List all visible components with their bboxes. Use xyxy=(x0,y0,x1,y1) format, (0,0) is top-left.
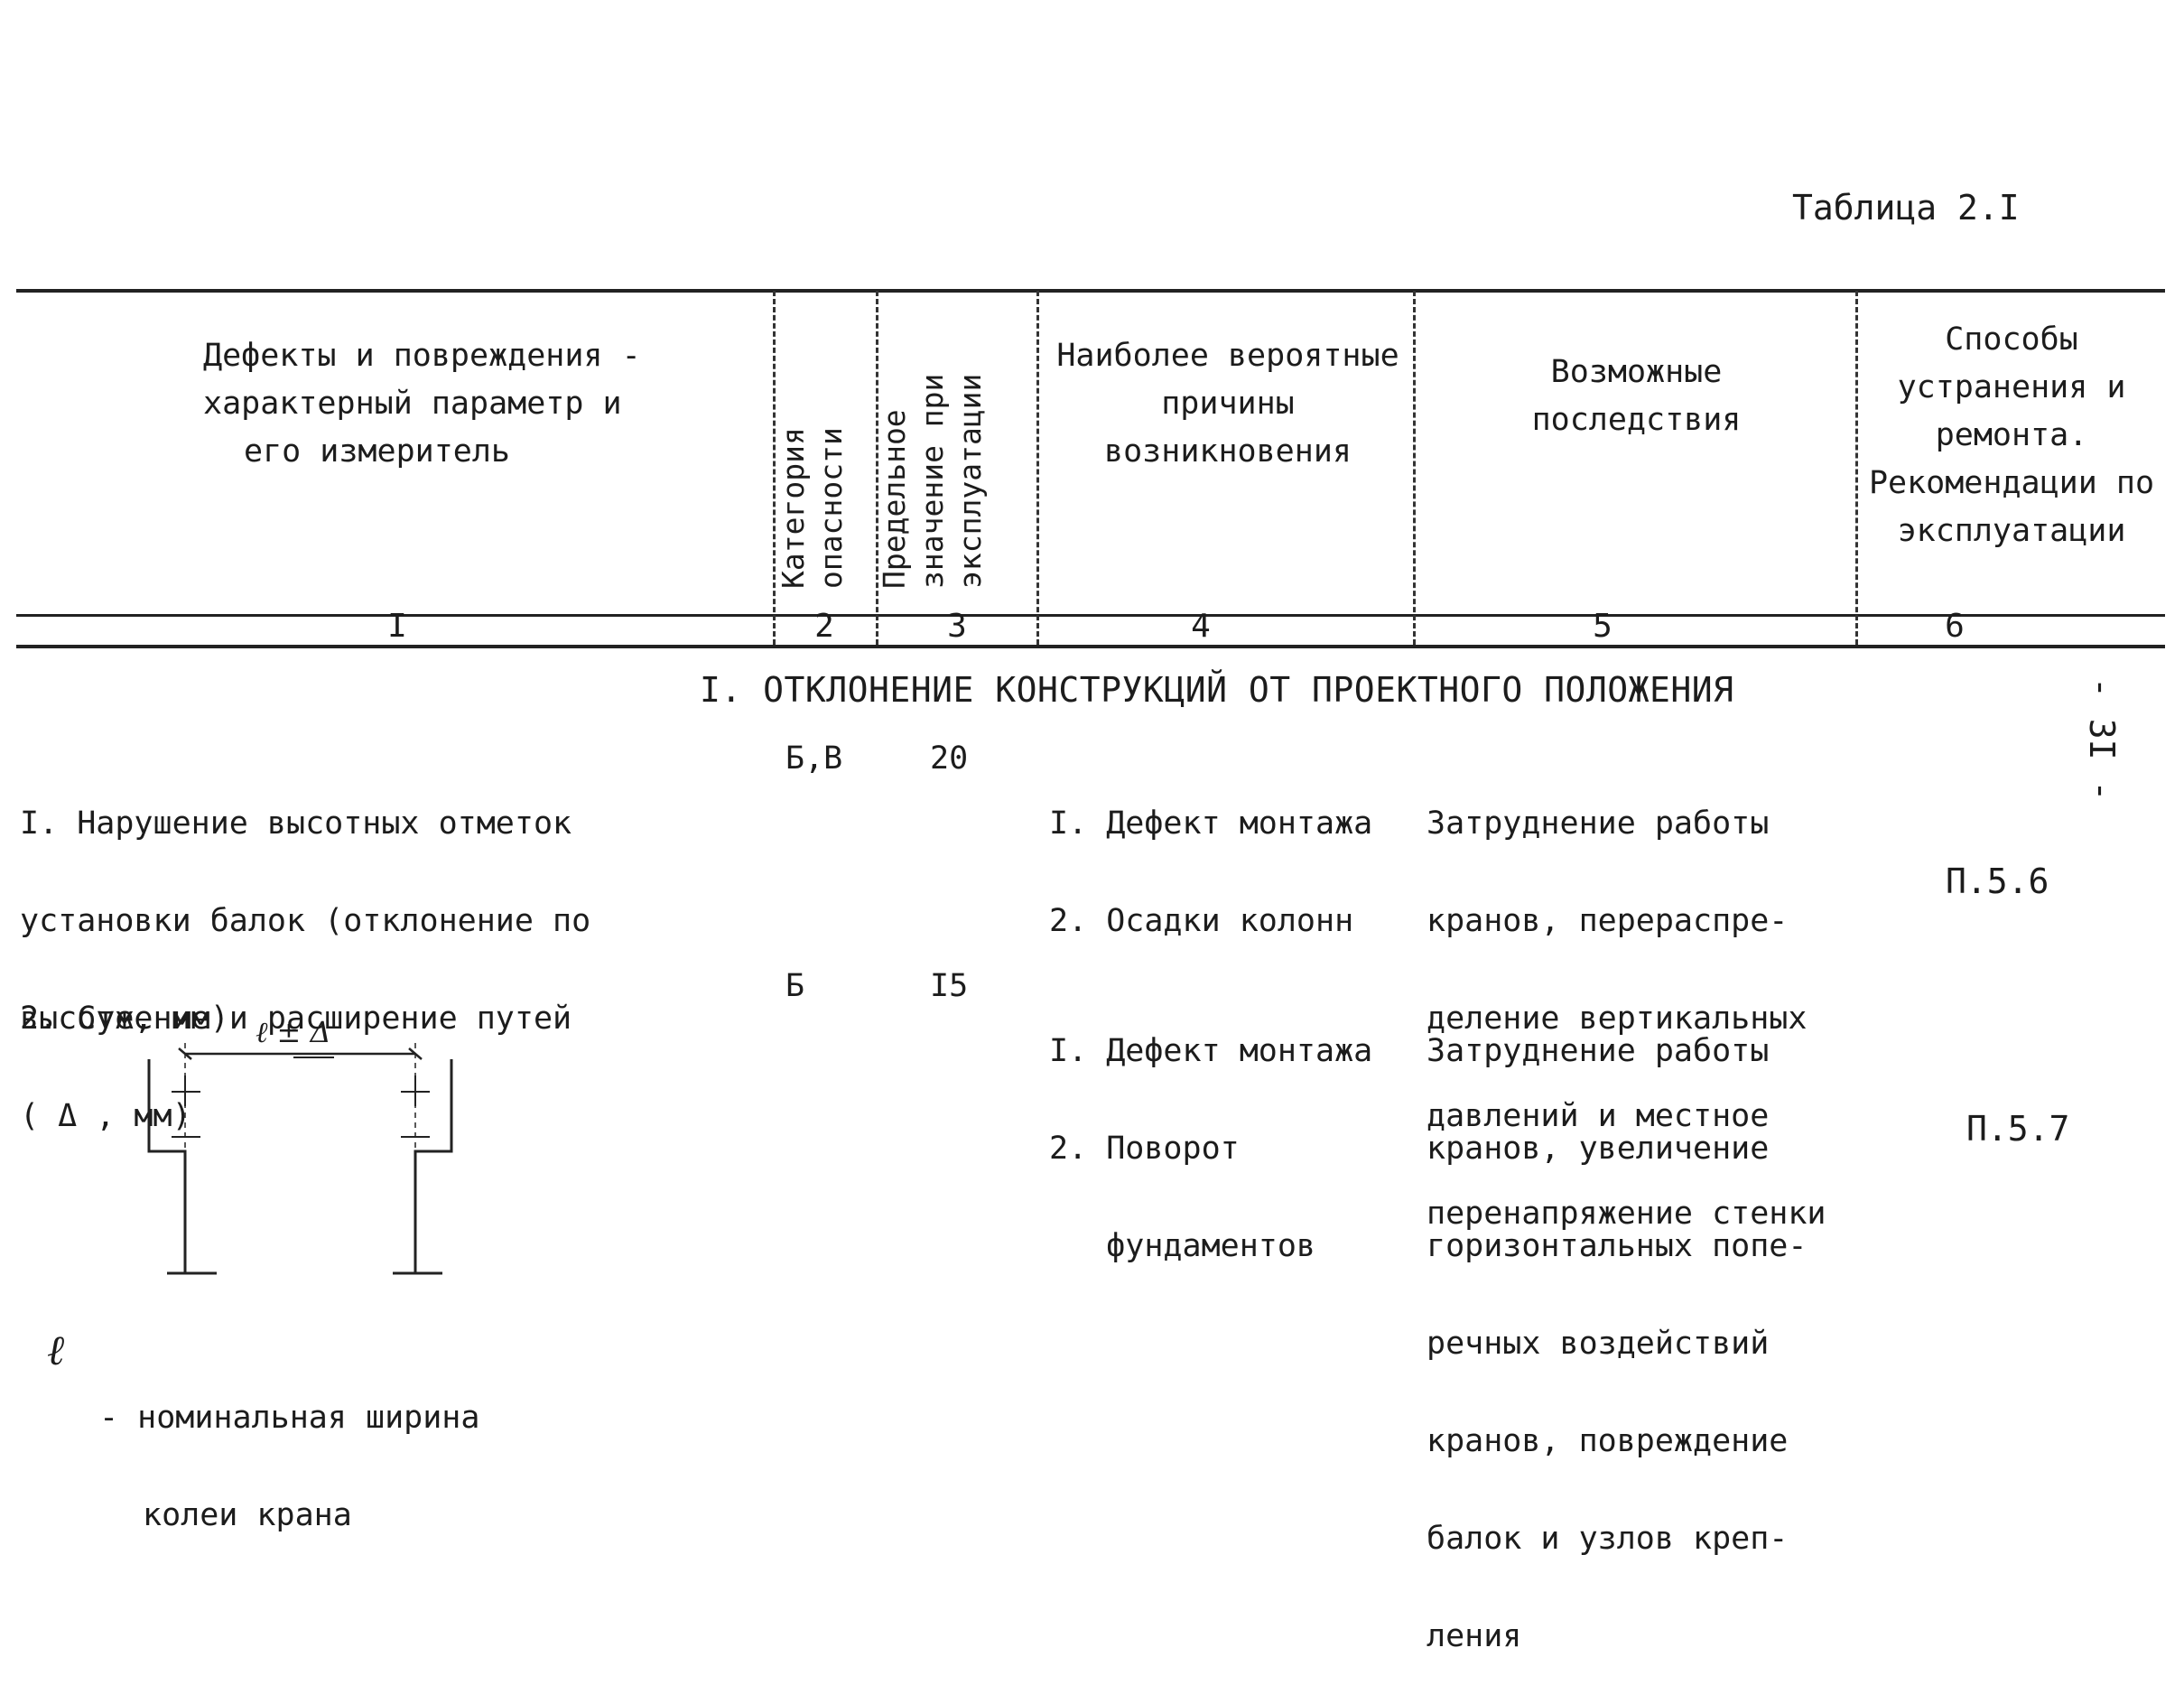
table-caption: Таблица 2.I xyxy=(1792,188,2020,228)
col-divider-2 xyxy=(876,291,878,645)
colnum-bottom-rule xyxy=(16,645,2165,648)
header-col4-line: возникновения xyxy=(1104,433,1352,470)
row1-category: Б,В xyxy=(785,740,843,777)
row2-defect-line: ( Δ , мм) xyxy=(20,1098,191,1134)
column-number: 5 xyxy=(1593,608,1612,645)
page-number: - 3I - xyxy=(2082,677,2122,802)
row1-defect-line: I. Нарушение высотных отметок xyxy=(20,805,572,842)
section-title: I. ОТКЛОНЕНИЕ КОНСТРУКЦИЙ ОТ ПРОЕКТНОГО … xyxy=(700,670,1734,710)
header-col5-line: Возможные xyxy=(1550,354,1723,390)
row2-consequence-line: балок и узлов креп- xyxy=(1427,1521,1789,1557)
row1-cause-line: 2. Осадки колонн xyxy=(1049,903,1354,939)
col-divider-3 xyxy=(1036,291,1039,645)
column-number: 3 xyxy=(947,608,967,645)
row1-remedy: П.5.6 xyxy=(1946,861,2049,901)
row1-defect-line: установки балок (отклонение по xyxy=(20,903,591,939)
row1-consequence-line: Затруднение работы xyxy=(1427,805,1770,842)
legend-symbol: ℓ xyxy=(47,1326,65,1374)
header-col6-line: эксплуатации xyxy=(1897,513,2126,549)
header-col1: Дефекты и повреждения - характерный пара… xyxy=(163,332,668,476)
column-number: 6 xyxy=(1945,608,1965,645)
header-col1-line: Дефекты и повреждения - xyxy=(203,338,641,374)
row2-consequence-line: кранов, увеличение xyxy=(1427,1131,1770,1167)
row2-defect-line: 2. Сужение и расширение путей xyxy=(20,1001,572,1037)
header-col1-line: его измеритель xyxy=(244,433,511,470)
header-col6-line: ремонта. xyxy=(1935,417,2088,453)
row1-consequence-line: давлений и местное xyxy=(1427,1098,1770,1134)
legend-text-line: колеи крана xyxy=(143,1497,352,1533)
header-col2-line: опасности xyxy=(813,427,849,589)
legend-text-line: - номинальная ширина xyxy=(99,1400,480,1436)
row1-cause-line: I. Дефект монтажа xyxy=(1049,805,1373,842)
header-col4: Наиболее вероятные причины возникновения xyxy=(1043,332,1413,476)
rail-gauge-diagram xyxy=(147,1043,453,1275)
header-col4-line: причины xyxy=(1161,386,1295,422)
header-col3-line: значение при xyxy=(915,373,950,589)
row2-cause-line: 2. Поворот xyxy=(1049,1131,1240,1167)
header-col6-line: Рекомендации по xyxy=(1868,465,2155,501)
header-top-rule xyxy=(16,289,2165,293)
row2-consequence-line: Затруднение работы xyxy=(1427,1033,1770,1069)
row2-category: Б xyxy=(785,968,805,1004)
col-divider-4 xyxy=(1413,291,1416,645)
dimension-label: ℓ ± Δ xyxy=(256,1015,331,1049)
row1-defect: I. Нарушение высотных отметок установки … xyxy=(20,742,590,1067)
header-col1-line: характерный параметр и xyxy=(203,386,622,422)
row2-causes: I. Дефект монтажа 2. Поворот фундаментов xyxy=(1049,970,1372,1295)
header-col4-line: Наиболее вероятные xyxy=(1056,338,1399,374)
row1-causes: I. Дефект монтажа 2. Осадки колонн xyxy=(1049,742,1372,970)
row2-consequences: Затруднение работы кранов, увеличение го… xyxy=(1427,970,1807,1685)
header-col2-line: Категория xyxy=(776,427,811,589)
row1-defect-line: высоте, мм) xyxy=(20,1001,229,1037)
column-number: 2 xyxy=(814,608,834,645)
header-col3-line: Предельное xyxy=(877,409,912,589)
row2-consequence-line: горизонтальных попе- xyxy=(1427,1228,1808,1264)
row2-limit: I5 xyxy=(930,968,969,1004)
column-number: I xyxy=(387,608,407,645)
header-col6-line: Способы xyxy=(1945,321,2078,358)
header-bottom-rule xyxy=(16,614,2165,617)
row2-cause-line: I. Дефект монтажа xyxy=(1049,1033,1373,1069)
header-col2: Категория опасности xyxy=(775,427,850,589)
row2-consequence-line: кранов, повреждение xyxy=(1427,1423,1789,1459)
row2-consequence-line: речных воздействий xyxy=(1427,1326,1770,1362)
column-number: 4 xyxy=(1191,608,1211,645)
row2-consequence-line: ления xyxy=(1427,1618,1522,1654)
legend-text: - номинальная ширина колеи крана xyxy=(99,1336,479,1564)
header-col6-line: устранения и xyxy=(1897,369,2126,405)
row1-consequence-line: кранов, перераспре- xyxy=(1427,903,1789,939)
header-col5: Возможные последствия xyxy=(1417,349,1855,444)
col-divider-1 xyxy=(773,291,776,645)
row2-cause-line: фундаментов xyxy=(1049,1228,1316,1264)
col-divider-5 xyxy=(1855,291,1858,645)
row1-consequences: Затруднение работы кранов, перераспре- д… xyxy=(1427,742,1826,1262)
row1-limit: 20 xyxy=(930,740,969,777)
header-col3-line: эксплуатации xyxy=(953,373,988,589)
header-col6: Способы устранения и ремонта. Рекомендац… xyxy=(1858,316,2165,555)
header-col5-line: последствия xyxy=(1531,402,1742,438)
header-col3: Предельное значение при эксплуатации xyxy=(876,374,990,589)
row1-consequence-line: деление вертикальных xyxy=(1427,1001,1808,1037)
row2-defect: 2. Сужение и расширение путей ( Δ , мм) xyxy=(20,937,572,1165)
row1-consequence-line: перенапряжение стенки xyxy=(1427,1196,1826,1232)
row2-remedy: П.5.7 xyxy=(1966,1109,2070,1149)
